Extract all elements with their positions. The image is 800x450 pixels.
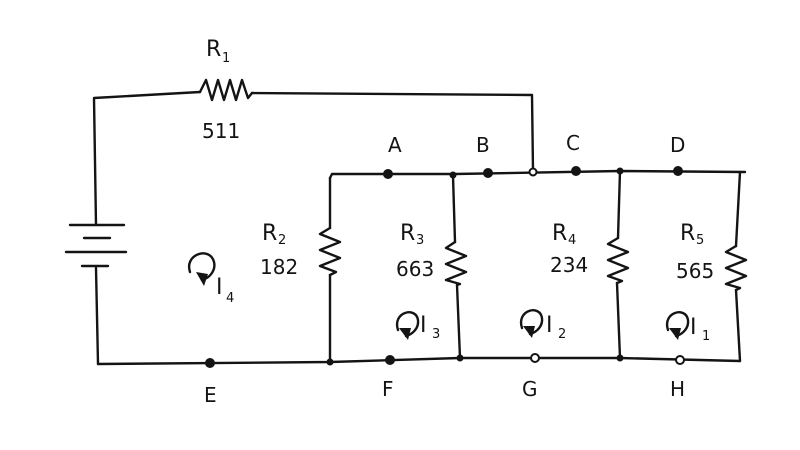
resistor-r5: R 5 565 <box>676 221 748 292</box>
resistor-r2-symbol <box>318 226 342 277</box>
loop-current-i4: I 4 <box>187 252 234 306</box>
current-i4-letter: I <box>216 275 223 300</box>
node-label-h: H <box>670 377 685 401</box>
node-dot-fg-junction <box>456 354 464 362</box>
clockwise-arrow-icon <box>665 311 690 338</box>
wire-battery-bottom <box>94 266 100 366</box>
wire-r3-top <box>451 174 457 244</box>
current-i4-subscript: 4 <box>226 291 234 306</box>
arrowhead-icon <box>669 328 681 340</box>
clockwise-arrow-icon <box>519 309 544 336</box>
node-label-a: A <box>388 133 402 157</box>
wire-battery-top <box>92 90 202 227</box>
clockwise-arrow-icon <box>395 311 420 338</box>
resistor-r2-letter: R <box>262 221 277 246</box>
node-dot-g <box>530 353 540 363</box>
arrowhead-icon <box>523 326 535 338</box>
wire-r5-bottom <box>734 288 742 363</box>
current-i3-subscript: 3 <box>432 327 440 342</box>
resistor-r3-symbol <box>444 240 468 287</box>
resistor-r4-subscript: 4 <box>568 233 576 248</box>
wire-r3-bottom <box>455 283 462 360</box>
node-label-f: F <box>382 377 394 401</box>
wire-r5-top <box>734 170 742 248</box>
node-dot-cd-junction <box>616 167 624 175</box>
resistor-r4-letter: R <box>552 221 567 246</box>
resistor-r4-symbol <box>606 236 630 285</box>
battery-icon <box>64 223 128 268</box>
current-i2-letter: I <box>546 313 553 338</box>
node-label-e: E <box>204 383 217 407</box>
node-dot-bc-junction <box>528 167 538 177</box>
node-label-g: G <box>522 377 538 401</box>
node-dot-gh-junction <box>616 354 624 362</box>
resistor-r4: R 4 234 <box>550 221 630 285</box>
node-dot-b <box>483 168 493 178</box>
resistor-r1: R 1 511 <box>198 37 254 143</box>
node-dot-c <box>571 166 581 176</box>
node-dot-a <box>383 169 393 179</box>
loop-current-i3: I 3 <box>395 311 440 342</box>
resistor-r1-value: 511 <box>202 119 240 143</box>
resistor-r3: R 3 663 <box>396 221 468 287</box>
resistor-r5-value: 565 <box>676 259 714 283</box>
node-dot-ef-junction <box>326 358 334 366</box>
current-i2-subscript: 2 <box>558 327 566 342</box>
node-dot-e <box>205 358 215 368</box>
resistor-r1-letter: R <box>206 37 221 62</box>
wire-r1-right <box>250 91 535 172</box>
resistor-r1-symbol <box>198 78 254 102</box>
node-label-b: B <box>476 133 490 157</box>
node-dot-ab-junction <box>449 171 457 179</box>
resistor-r3-value: 663 <box>396 257 434 281</box>
node-dot-d <box>673 166 683 176</box>
wire-r4-top <box>616 169 622 240</box>
loop-current-i1: I 1 <box>665 311 710 344</box>
current-i1-letter: I <box>690 315 697 340</box>
resistor-r2: R 2 182 <box>260 221 342 279</box>
resistor-r2-value: 182 <box>260 255 298 279</box>
node-dot-f <box>385 355 395 365</box>
resistor-r1-subscript: 1 <box>222 51 230 66</box>
current-i1-subscript: 1 <box>702 329 710 344</box>
node-dot-h <box>675 355 685 365</box>
wire-r4-bottom <box>615 281 622 360</box>
current-i3-letter: I <box>420 313 427 338</box>
arrowhead-icon <box>399 328 411 340</box>
resistor-r3-letter: R <box>400 221 415 246</box>
loop-current-i2: I 2 <box>519 309 566 342</box>
arrowhead-icon <box>196 272 208 286</box>
resistor-r5-letter: R <box>680 221 695 246</box>
resistor-r3-subscript: 3 <box>416 233 424 248</box>
node-label-d: D <box>670 133 685 157</box>
node-markers <box>205 166 685 368</box>
resistor-r2-subscript: 2 <box>278 233 286 248</box>
node-label-c: C <box>566 131 580 155</box>
clockwise-arrow-icon <box>187 252 216 282</box>
resistor-r5-symbol <box>724 244 748 292</box>
node-labels: A B C D E F G H <box>204 131 685 407</box>
resistor-r5-subscript: 5 <box>696 233 704 248</box>
wire-bottom-rail <box>96 356 742 366</box>
resistor-r4-value: 234 <box>550 253 588 277</box>
